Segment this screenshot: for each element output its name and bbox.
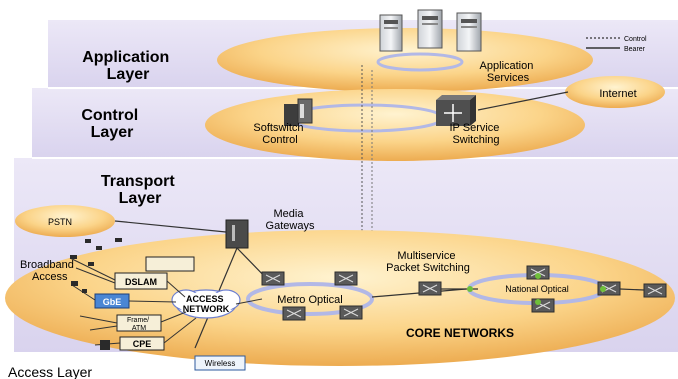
frame-atm-label: Frame/ ATM [127, 317, 151, 332]
control-layer-title: Control Layer [81, 107, 142, 141]
media-gateways-label: Media Gateways [266, 208, 315, 232]
broadband-access-label: Broadband Access [20, 259, 77, 283]
access-device-box [145, 256, 195, 272]
application-server-icon [379, 14, 403, 52]
access-network-label: ACCESS NETWORK [183, 294, 230, 314]
pstn-label: PSTN [48, 217, 72, 227]
national-optical-label: National Optical [505, 284, 569, 294]
access-network-cloud [171, 289, 241, 319]
cpe-label: CPE [133, 339, 152, 349]
legend-bearer-label: Bearer [624, 46, 646, 53]
dslam-label: DSLAM [125, 277, 157, 287]
metro-optical-ring [246, 282, 374, 316]
ip-service-switch-icon [436, 95, 476, 126]
multiservice-label: Multiservice Packet Switching [386, 250, 470, 274]
application-layer-title: Application Layer [82, 49, 174, 83]
media-gateway-icon [225, 219, 249, 249]
pstn-disc [15, 205, 115, 237]
application-server-icon [417, 9, 443, 49]
application-services-label: Application Services [480, 60, 537, 84]
pstn-link [114, 220, 227, 233]
softswitch-label: Softswitch Control [253, 122, 306, 146]
metro-optical-label: Metro Optical [277, 294, 342, 306]
legend-control-label: Control [624, 36, 647, 43]
wireless-box [194, 355, 246, 371]
application-disc [217, 28, 593, 92]
internet-disc [565, 76, 665, 108]
internet-label: Internet [599, 88, 636, 100]
access-layer-title: Access Layer [8, 364, 92, 379]
gbe-label: GbE [103, 297, 122, 307]
application-server-icon [456, 12, 482, 52]
application-ring [376, 52, 464, 72]
ip-service-label: IP Service Switching [450, 122, 503, 146]
wireless-label: Wireless [205, 359, 236, 368]
core-networks-label: CORE NETWORKS [406, 326, 514, 340]
softswitch-icon [284, 98, 313, 126]
transport-layer-title: Transport Layer [101, 173, 179, 207]
internet-link [477, 91, 569, 111]
